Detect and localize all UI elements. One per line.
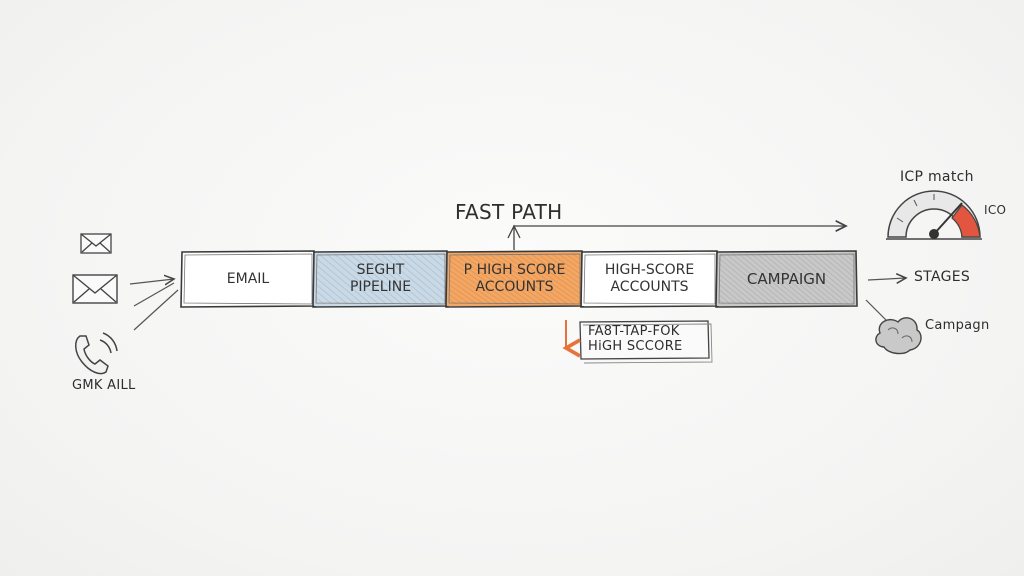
stage-label-3: P HIGH SCORE ACCOUNTS: [463, 262, 566, 295]
output-arrows: [865, 278, 906, 321]
gauge-title: ICP match: [900, 169, 974, 185]
stage-box-3: [445, 250, 584, 308]
cloud-blob-icon: [875, 317, 922, 355]
stages-output-label: STAGES: [914, 269, 971, 285]
campaign-output-label: Campagn: [925, 318, 990, 333]
phone-icon: [75, 332, 118, 375]
channels-caption: GMK AILL: [72, 378, 136, 393]
gauge-side-label: ICO: [984, 203, 1007, 217]
input-arrows: [129, 279, 179, 331]
callout-line-1: FA8T-TAP-FOK: [588, 324, 680, 339]
pipeline-stages: [180, 250, 858, 308]
callout-line-2: HiGH SCCORE: [588, 339, 683, 354]
gauge-icon: [886, 190, 982, 240]
stage-label-1: EMAIL: [226, 270, 270, 287]
envelope-icon: [80, 233, 112, 254]
envelope-icon: [72, 274, 118, 304]
stage-box-2: [312, 250, 449, 308]
stage-box-1: [180, 250, 316, 308]
stage-box-5: [715, 250, 858, 308]
stage-label-2: SEGHT PIPELINE: [349, 262, 412, 295]
stage-label-4: HIGH-SCORE ACCOUNTS: [604, 262, 695, 295]
stage-label-5: CAMPAIGN: [746, 269, 827, 288]
fast-path-arrow: [507, 226, 846, 250]
fast-path-label: FAST PATH: [455, 200, 563, 224]
